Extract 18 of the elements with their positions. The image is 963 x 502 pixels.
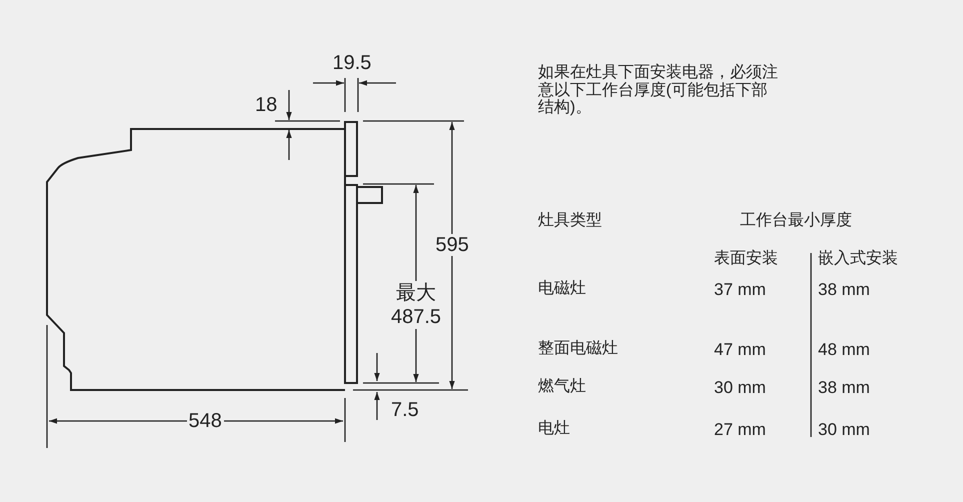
row-label: 整面电磁灶	[538, 340, 618, 358]
table-cell: 30 mm	[818, 421, 870, 440]
row-label: 燃气灶	[538, 378, 586, 396]
table-cell: 48 mm	[818, 341, 870, 360]
table-cell: 27 mm	[714, 421, 766, 440]
row-label: 电磁灶	[538, 280, 586, 298]
table-cell: 30 mm	[714, 379, 766, 398]
column-header: 工作台最小厚度	[740, 212, 852, 230]
row-label: 电灶	[538, 420, 570, 438]
table-cell: 38 mm	[818, 281, 870, 300]
table-cell: 47 mm	[714, 341, 766, 360]
table-cell: 37 mm	[714, 281, 766, 300]
dimension-label: 595	[434, 234, 471, 256]
column-header: 灶具类型	[538, 212, 602, 230]
column-header: 表面安装	[714, 250, 778, 268]
column-header: 嵌入式安装	[818, 250, 898, 268]
table-cell: 38 mm	[818, 379, 870, 398]
note-text: 如果在灶具下面安装电器，必须注意以下工作台厚度(可能包括下部结构)。	[538, 64, 778, 117]
